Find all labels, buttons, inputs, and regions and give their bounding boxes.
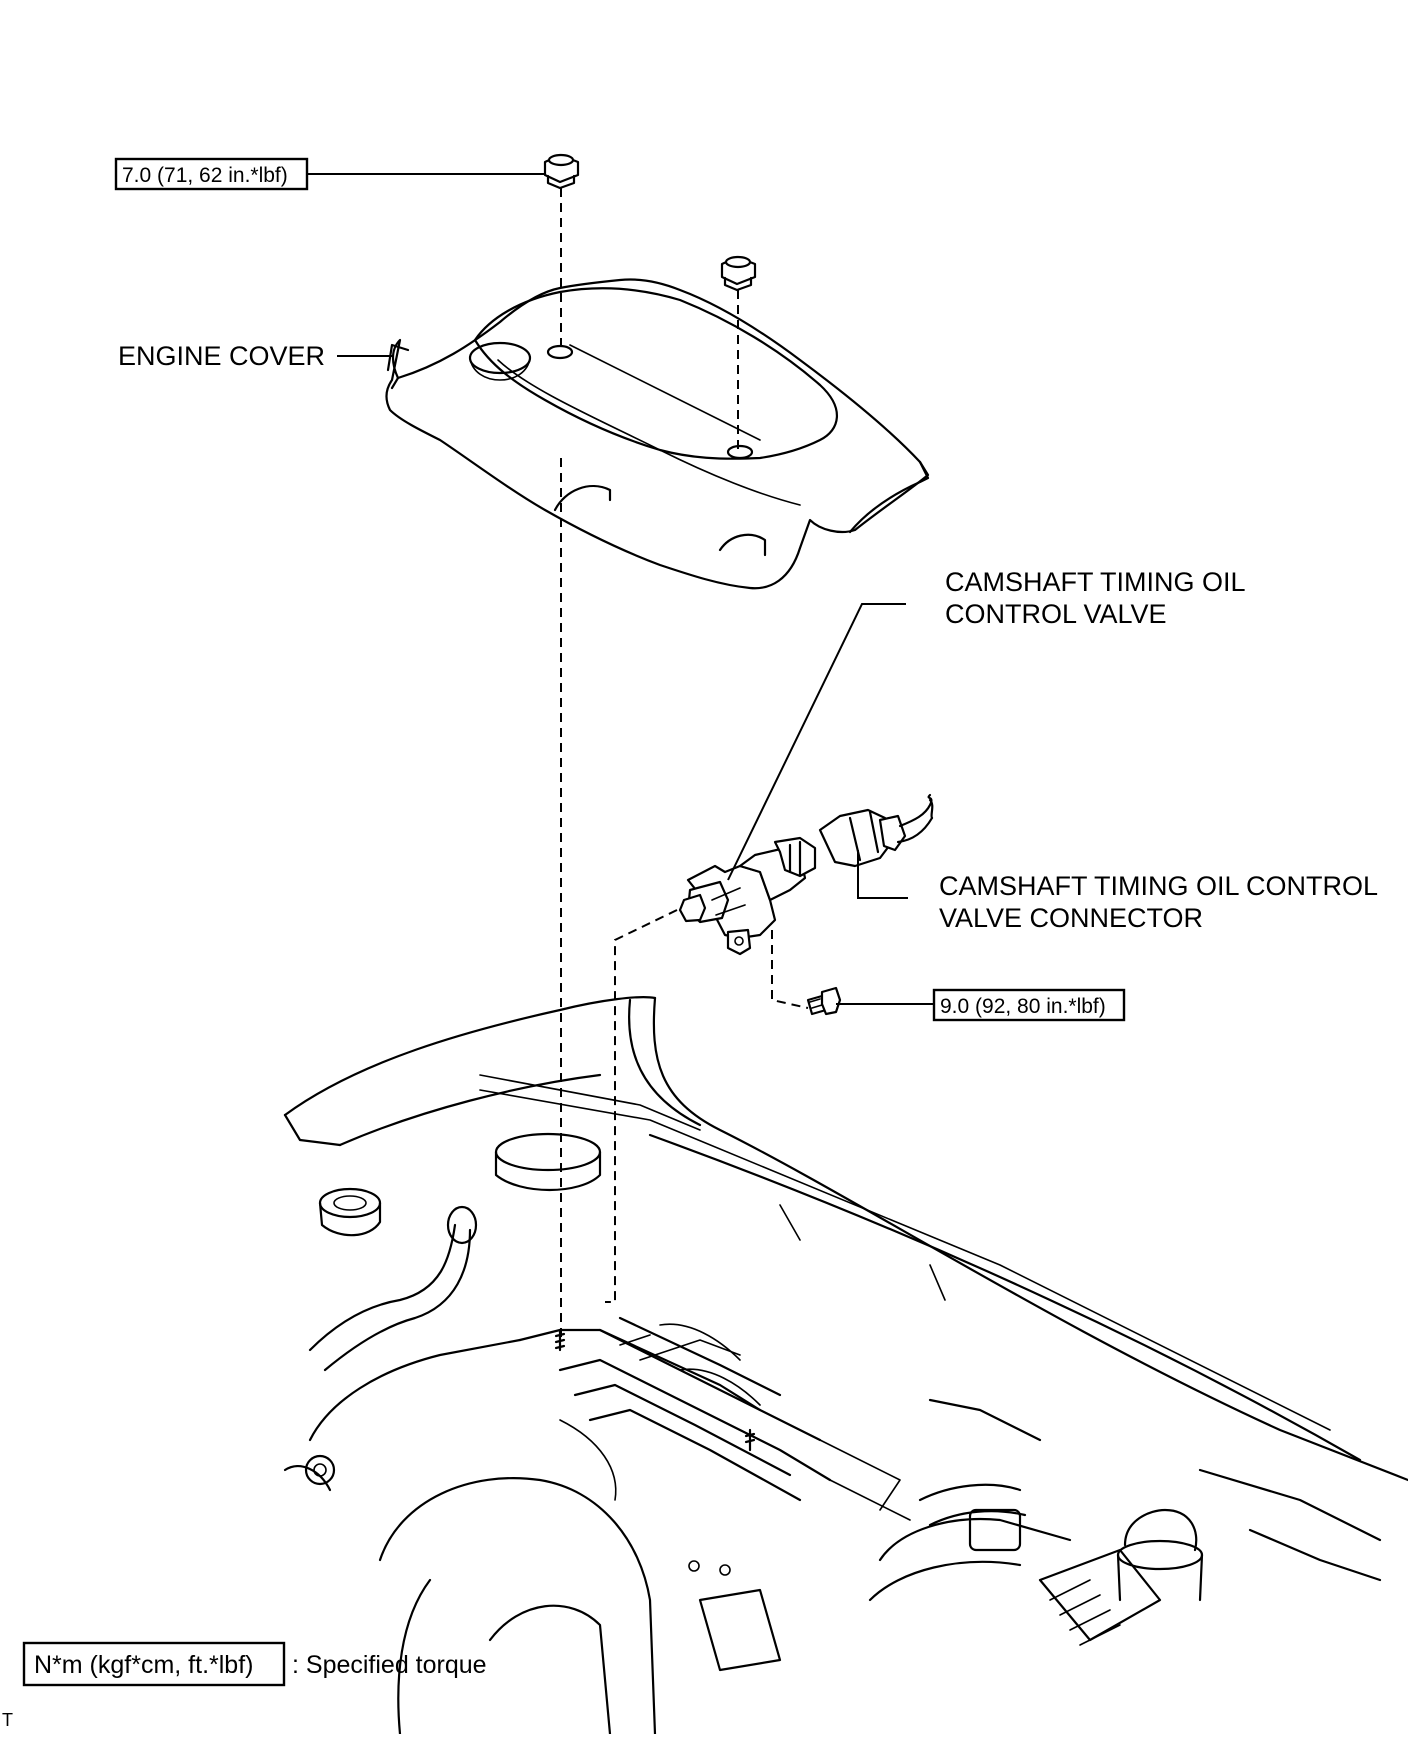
nut-torque-value: 7.0 (71, 62 in.*lbf) xyxy=(122,164,288,187)
valve-connector-part xyxy=(818,793,934,868)
labels: 7.0 (71, 62 in.*lbf) ENGINE COVER CAMSHA… xyxy=(114,157,1378,1022)
corner-mark: T xyxy=(2,1710,13,1730)
valve-label-line2: CONTROL VALVE xyxy=(945,599,1167,629)
engine-cover-part xyxy=(385,278,930,590)
nut-torque-box xyxy=(114,157,309,191)
cover-nut-1 xyxy=(543,153,580,190)
valve-label-line1: CAMSHAFT TIMING OIL xyxy=(945,567,1246,597)
connector-label-line2: VALVE CONNECTOR xyxy=(939,903,1203,933)
engine-bay-drawing xyxy=(283,996,1408,1736)
legend: N*m (kgf*cm, ft.*lbf) : Specified torque xyxy=(22,1641,487,1687)
alignment-lines xyxy=(560,188,809,1340)
bolt-torque-value: 9.0 (92, 80 in.*lbf) xyxy=(940,995,1106,1018)
connector-label-line1: CAMSHAFT TIMING OIL CONTROL xyxy=(939,871,1378,901)
cover-nut-2 xyxy=(720,255,757,292)
bolt-torque-box xyxy=(932,988,1126,1022)
legend-unit: N*m (kgf*cm, ft.*lbf) xyxy=(34,1651,253,1679)
legend-text: : Specified torque xyxy=(292,1651,487,1679)
engine-cover-label: ENGINE COVER xyxy=(118,341,325,371)
valve-bolt-part xyxy=(806,986,842,1016)
legend-unit-box xyxy=(22,1641,286,1687)
leader-lines xyxy=(307,173,934,1005)
oil-control-valve-part xyxy=(678,836,817,956)
